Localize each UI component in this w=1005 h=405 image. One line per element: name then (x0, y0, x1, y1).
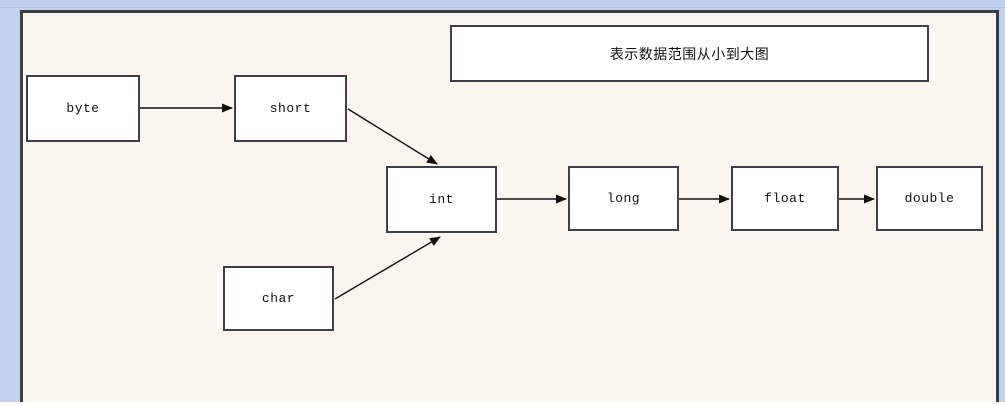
node-long[interactable]: long (568, 166, 679, 231)
node-label-char: char (261, 291, 296, 306)
node-label-short: short (269, 101, 312, 116)
node-short[interactable]: short (234, 75, 347, 142)
node-label-long: long (606, 191, 641, 206)
diagram-title-box[interactable]: 表示数据范围从小到大图 (450, 25, 929, 82)
node-label-int: int (429, 192, 454, 207)
node-char[interactable]: char (223, 266, 334, 331)
edge-char-to-int (334, 236, 441, 300)
node-label-byte: byte (66, 101, 100, 116)
diagram-canvas[interactable]: 表示数据范围从小到大图 byte short int long float do… (20, 10, 999, 402)
window-top-divider (0, 7, 1005, 8)
node-int[interactable]: int (386, 166, 497, 233)
node-label-float: float (764, 191, 806, 206)
node-byte[interactable]: byte (26, 75, 140, 142)
node-double[interactable]: double (876, 166, 983, 231)
edge-short-to-int (347, 108, 438, 165)
node-label-double: double (904, 191, 955, 206)
node-float[interactable]: float (731, 166, 839, 231)
diagram-title-text: 表示数据范围从小到大图 (609, 46, 770, 63)
